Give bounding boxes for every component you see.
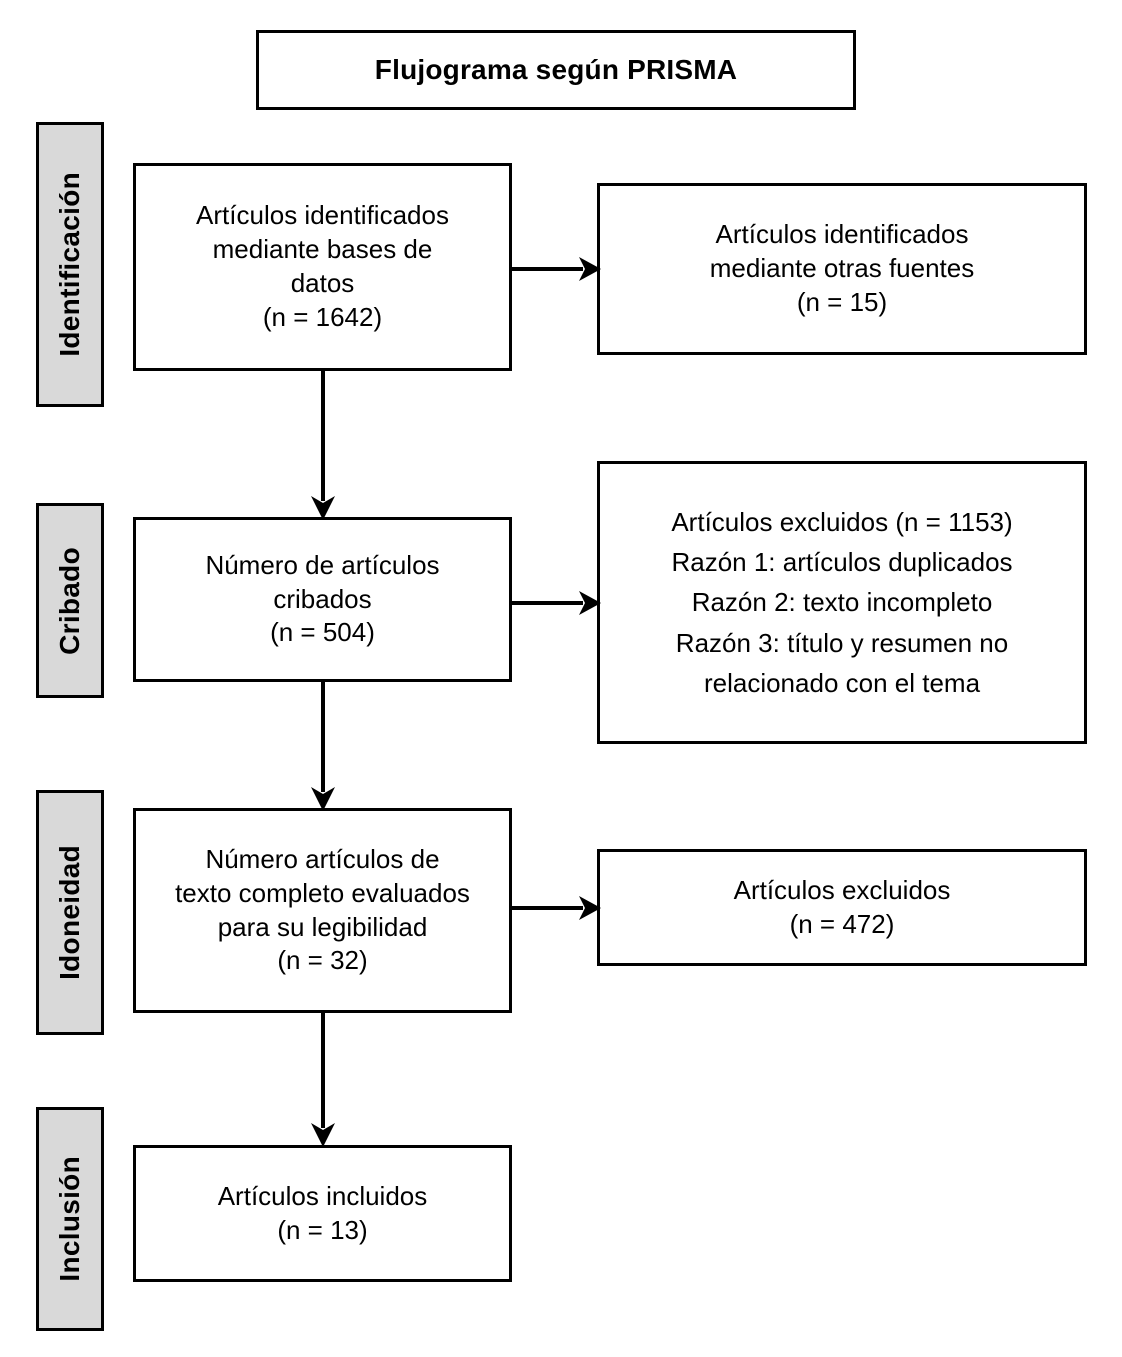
box-articles-screened: Número de artículos cribados (n = 504) — [133, 517, 512, 682]
box-line: mediante bases de — [212, 234, 433, 265]
arrow-fulltext-to-included — [308, 1010, 338, 1150]
box-line-reason-1: Razón 1: artículos duplicados — [671, 547, 1013, 578]
arrow-fulltext-to-excluded — [509, 893, 604, 923]
stage-label-identificacion: Identificación — [36, 122, 104, 407]
box-line: Artículos incluidos — [217, 1180, 428, 1211]
stage-label-inclusion-text: Inclusión — [54, 1156, 85, 1282]
arrow-screened-to-excluded — [509, 588, 604, 618]
box-line: Número artículos de — [205, 843, 440, 874]
arrow-identified-db-to-screened — [308, 368, 338, 523]
box-excluded-screening: Artículos excluidos (n = 1153) Razón 1: … — [597, 461, 1087, 744]
stage-label-cribado: Cribado — [36, 503, 104, 698]
box-line: texto completo evaluados — [175, 877, 470, 908]
box-line-reason-2: Razón 2: texto incompleto — [691, 587, 993, 618]
arrow-identified-db-to-other-sources — [509, 254, 604, 284]
stage-label-idoneidad: Idoneidad — [36, 790, 104, 1035]
box-line: Artículos identificados — [715, 219, 969, 250]
stage-label-idoneidad-text: Idoneidad — [54, 845, 85, 980]
diagram-title-text: Flujograma según PRISMA — [374, 53, 738, 85]
box-line: Artículos identificados — [196, 200, 449, 231]
diagram-title-box: Flujograma según PRISMA — [256, 30, 856, 110]
box-line-count: (n = 13) — [277, 1214, 368, 1245]
stage-label-identificacion-text: Identificación — [54, 172, 85, 357]
box-line: Artículos excluidos — [733, 874, 951, 905]
box-line-count: Artículos excluidos (n = 1153) — [671, 506, 1013, 537]
box-identified-databases: Artículos identificados mediante bases d… — [133, 163, 512, 371]
box-excluded-eligibility: Artículos excluidos (n = 472) — [597, 849, 1087, 966]
box-articles-included: Artículos incluidos (n = 13) — [133, 1145, 512, 1282]
box-line: para su legibilidad — [217, 911, 428, 942]
box-line-reason-3: Razón 3: título y resumen no — [675, 627, 1009, 658]
box-line-count: (n = 504) — [270, 617, 375, 648]
box-identified-other-sources: Artículos identificados mediante otras f… — [597, 183, 1087, 355]
box-line: cribados — [273, 583, 372, 614]
arrow-screened-to-fulltext — [308, 679, 338, 814]
stage-label-inclusion: Inclusión — [36, 1107, 104, 1331]
box-line-count: (n = 1642) — [262, 301, 383, 332]
box-line-count: (n = 15) — [796, 286, 888, 317]
box-line-count: (n = 472) — [789, 908, 895, 939]
box-line: datos — [290, 268, 355, 298]
stage-label-cribado-text: Cribado — [54, 546, 85, 655]
box-line-count: (n = 32) — [277, 945, 368, 976]
box-line: mediante otras fuentes — [709, 253, 975, 284]
box-line: Número de artículos — [205, 549, 440, 580]
box-line-reason-3-cont: relacionado con el tema — [703, 667, 981, 698]
box-fulltext-assessed: Número artículos de texto completo evalu… — [133, 808, 512, 1013]
